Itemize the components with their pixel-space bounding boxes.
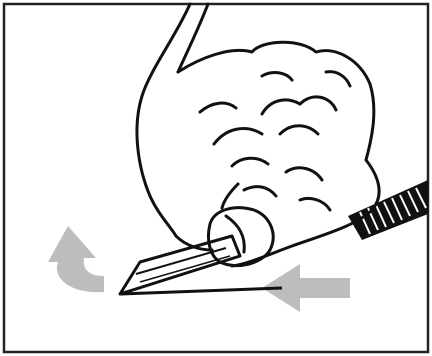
frame-border (4, 4, 428, 352)
